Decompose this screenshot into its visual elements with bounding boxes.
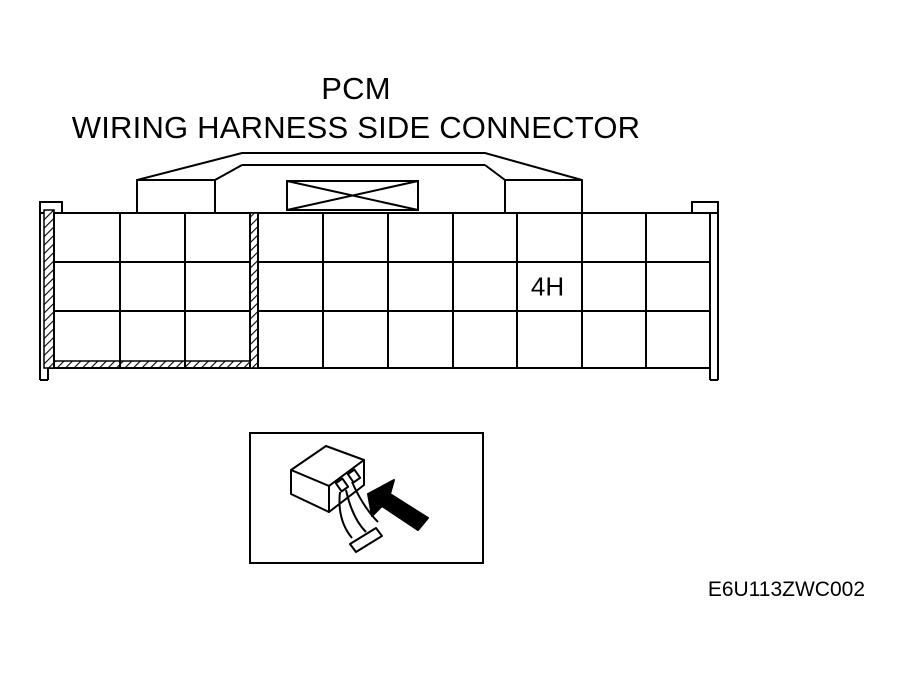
terminal-cavity xyxy=(119,261,186,312)
terminal-cavity xyxy=(516,310,583,369)
terminal-cavity xyxy=(53,310,121,369)
terminal-cavity xyxy=(53,212,121,263)
terminal-cavity xyxy=(581,261,647,312)
figure-code: E6U113ZWC002 xyxy=(707,578,865,601)
terminal-cavity xyxy=(645,212,711,263)
terminal-cavity xyxy=(452,212,518,263)
terminal-cavity-grid xyxy=(53,212,711,369)
diagram-title-pcm: PCM xyxy=(321,71,391,106)
terminal-cavity xyxy=(581,212,647,263)
terminal-cavity xyxy=(452,310,518,369)
terminal-cavity xyxy=(387,212,454,263)
connector-body xyxy=(39,201,719,381)
probe-into-connector-back-icon xyxy=(290,445,429,553)
probe-inset xyxy=(249,432,484,564)
terminal-cavity xyxy=(184,310,251,369)
terminal-cavity xyxy=(516,212,583,263)
connector-divider-wall xyxy=(249,212,259,369)
terminal-cavity xyxy=(581,310,647,369)
terminal-cavity xyxy=(322,212,389,263)
terminal-cavity xyxy=(387,310,454,369)
terminal-cavity xyxy=(645,261,711,312)
terminal-cavity xyxy=(387,261,454,312)
terminal-cavity xyxy=(452,261,518,312)
connector-left-wall xyxy=(43,209,55,369)
terminal-cavity xyxy=(257,310,324,369)
connector-bottom-wall xyxy=(53,360,251,369)
terminal-cavity xyxy=(119,212,186,263)
connector-latch xyxy=(136,152,583,213)
terminal-cavity xyxy=(119,310,186,369)
terminal-cavity xyxy=(53,261,121,312)
terminal-cavity xyxy=(257,212,324,263)
terminal-cavity xyxy=(184,212,251,263)
terminal-cavity xyxy=(322,310,389,369)
terminal-cavity xyxy=(257,261,324,312)
terminal-cavity xyxy=(184,261,251,312)
terminal-label-4h: 4H xyxy=(531,272,564,302)
terminal-cavity xyxy=(645,310,711,369)
diagram-subtitle-connector: WIRING HARNESS SIDE CONNECTOR xyxy=(71,110,641,145)
terminal-cavity xyxy=(322,261,389,312)
